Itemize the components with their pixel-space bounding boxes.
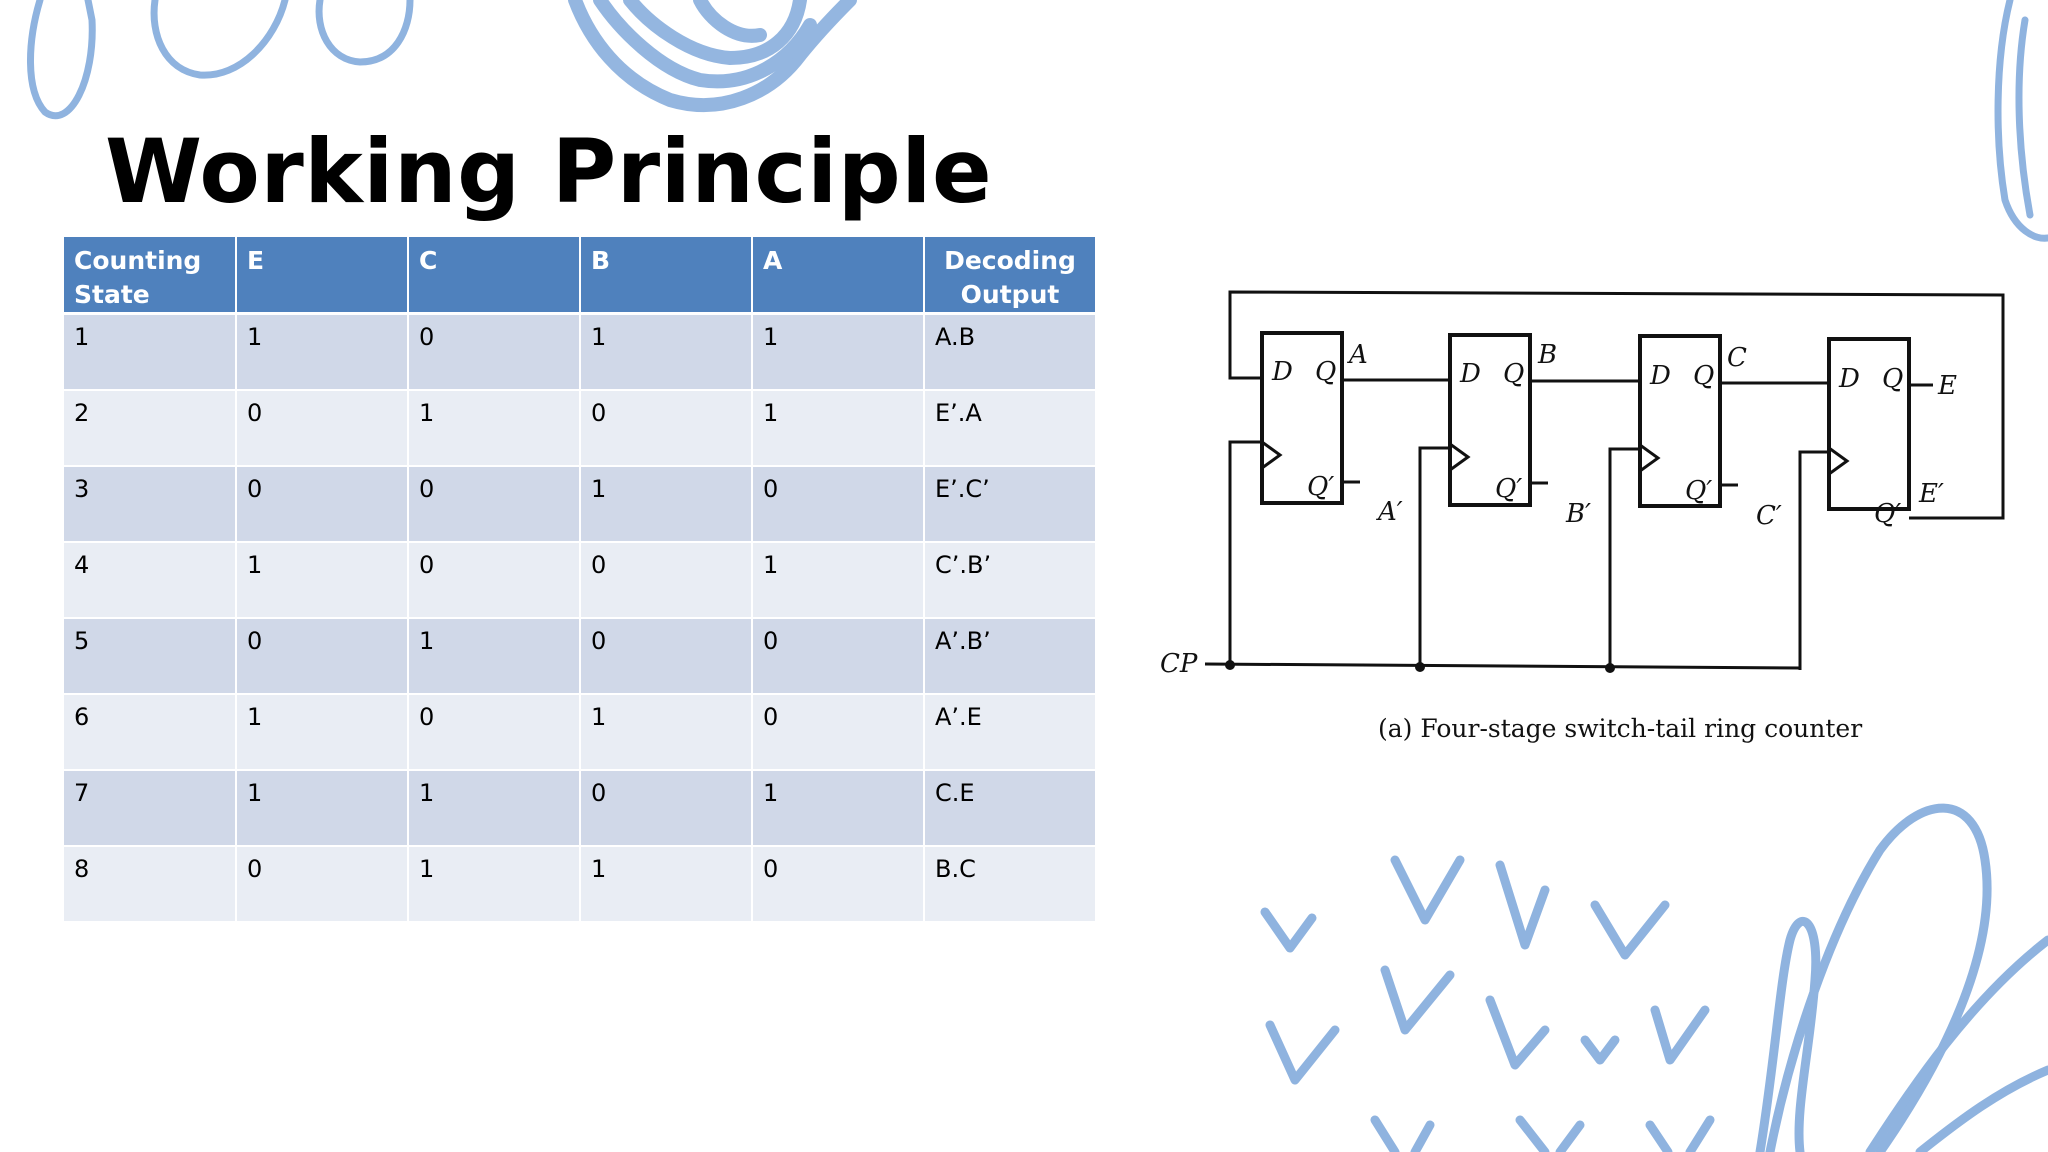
table-row: 5 0 1 0 0 A’.B’ bbox=[64, 617, 1095, 695]
table-row: 4 1 0 0 1 C’.B’ bbox=[64, 541, 1095, 619]
table-row: 8 0 1 1 0 B.C bbox=[64, 845, 1095, 923]
output-label-e: E bbox=[1937, 371, 1957, 401]
column-header: A bbox=[752, 237, 925, 315]
table-cell: 1 bbox=[752, 769, 925, 847]
table-cell: 0 bbox=[236, 845, 409, 923]
table-cell: 8 bbox=[64, 845, 237, 923]
table-cell: 1 bbox=[580, 845, 753, 923]
table-cell: 0 bbox=[752, 845, 925, 923]
table-cell: 6 bbox=[64, 693, 237, 771]
flip-flop-a bbox=[1260, 331, 1344, 505]
table-cell: E’.C’ bbox=[924, 465, 1095, 543]
table-cell: 0 bbox=[236, 617, 409, 695]
column-header: C bbox=[408, 237, 581, 315]
table-cell: 0 bbox=[580, 617, 753, 695]
output-label-b: B bbox=[1537, 340, 1557, 370]
q-pin-label: Q bbox=[1315, 357, 1336, 387]
table-cell: E’.A bbox=[924, 389, 1095, 467]
table-cell: 1 bbox=[580, 465, 753, 543]
table-cell: 0 bbox=[752, 617, 925, 695]
output-label-a-bar: A′ bbox=[1376, 497, 1403, 527]
table-cell: 1 bbox=[236, 693, 409, 771]
ring-counter-circuit: D Q Q′ D Q Q′ D Q Q′ D Q Q′ A B C E A′ B… bbox=[1160, 290, 2005, 743]
d-pin-label: D bbox=[1271, 357, 1293, 387]
table-cell: 0 bbox=[408, 693, 581, 771]
table-cell: 1 bbox=[580, 693, 753, 771]
column-header: Decoding Output bbox=[924, 237, 1095, 315]
table-header-row: Counting State E C B A Decoding Output bbox=[64, 237, 1095, 315]
table-row: 2 0 1 0 1 E’.A bbox=[64, 389, 1095, 467]
table-cell: A.B bbox=[924, 313, 1095, 391]
d-pin-label: D bbox=[1649, 361, 1671, 391]
table-cell: 1 bbox=[408, 389, 581, 467]
table-cell: 7 bbox=[64, 769, 237, 847]
table-row: 1 1 0 1 1 A.B bbox=[64, 313, 1095, 391]
flip-flop-b bbox=[1448, 333, 1532, 507]
q-bar-pin-label: Q′ bbox=[1874, 499, 1901, 529]
table-cell: 1 bbox=[752, 389, 925, 467]
output-label-c: C bbox=[1727, 343, 1747, 373]
table-cell: 0 bbox=[408, 541, 581, 619]
table-cell: B.C bbox=[924, 845, 1095, 923]
table-cell: 0 bbox=[752, 693, 925, 771]
q-pin-label: Q bbox=[1693, 361, 1714, 391]
table-cell: 0 bbox=[236, 389, 409, 467]
figure-caption: (a) Four-stage switch-tail ring counter bbox=[1378, 714, 1862, 743]
column-header: B bbox=[580, 237, 753, 315]
column-header: Counting State bbox=[64, 237, 237, 315]
q-pin-label: Q bbox=[1503, 359, 1524, 389]
table-row: 3 0 0 1 0 E’.C’ bbox=[64, 465, 1095, 543]
column-header: E bbox=[236, 237, 409, 315]
table-row: 7 1 1 0 1 C.E bbox=[64, 769, 1095, 847]
table-cell: 1 bbox=[236, 313, 409, 391]
table-cell: 0 bbox=[408, 313, 581, 391]
q-bar-pin-label: Q′ bbox=[1685, 476, 1712, 506]
state-table: Counting State E C B A Decoding Output 1… bbox=[64, 237, 1095, 923]
table-cell: 0 bbox=[580, 769, 753, 847]
clock-label: CP bbox=[1160, 649, 1198, 679]
q-bar-pin-label: Q′ bbox=[1307, 472, 1334, 502]
table-cell: 0 bbox=[752, 465, 925, 543]
flip-flop-e bbox=[1827, 337, 1911, 511]
table-cell: 0 bbox=[580, 541, 753, 619]
table-cell: 0 bbox=[408, 465, 581, 543]
d-pin-label: D bbox=[1459, 359, 1481, 389]
table-cell: 0 bbox=[580, 389, 753, 467]
table-cell: 1 bbox=[752, 541, 925, 619]
table-cell: 1 bbox=[236, 541, 409, 619]
table-cell: 2 bbox=[64, 389, 237, 467]
page-title: Working Principle bbox=[105, 120, 993, 223]
output-label-a: A bbox=[1347, 340, 1368, 370]
table-row: 6 1 0 1 0 A’.E bbox=[64, 693, 1095, 771]
table-cell: 1 bbox=[408, 617, 581, 695]
table-cell: 1 bbox=[64, 313, 237, 391]
table-cell: 1 bbox=[580, 313, 753, 391]
table-cell: 3 bbox=[64, 465, 237, 543]
check-mark-decoration bbox=[1260, 855, 1715, 1152]
table-cell: C’.B’ bbox=[924, 541, 1095, 619]
table-cell: 4 bbox=[64, 541, 237, 619]
q-pin-label: Q bbox=[1882, 364, 1903, 394]
table-cell: 1 bbox=[752, 313, 925, 391]
table-cell: 1 bbox=[408, 769, 581, 847]
output-label-c-bar: C′ bbox=[1756, 501, 1782, 531]
output-label-b-bar: B′ bbox=[1565, 499, 1591, 529]
table-cell: 1 bbox=[236, 769, 409, 847]
output-label-e-bar: E′ bbox=[1918, 479, 1944, 509]
q-bar-pin-label: Q′ bbox=[1495, 474, 1522, 504]
table-cell: A’.B’ bbox=[924, 617, 1095, 695]
table-cell: A’.E bbox=[924, 693, 1095, 771]
table-cell: C.E bbox=[924, 769, 1095, 847]
table-cell: 0 bbox=[236, 465, 409, 543]
table-cell: 5 bbox=[64, 617, 237, 695]
d-pin-label: D bbox=[1838, 364, 1860, 394]
flip-flop-c bbox=[1638, 334, 1722, 508]
table-cell: 1 bbox=[408, 845, 581, 923]
